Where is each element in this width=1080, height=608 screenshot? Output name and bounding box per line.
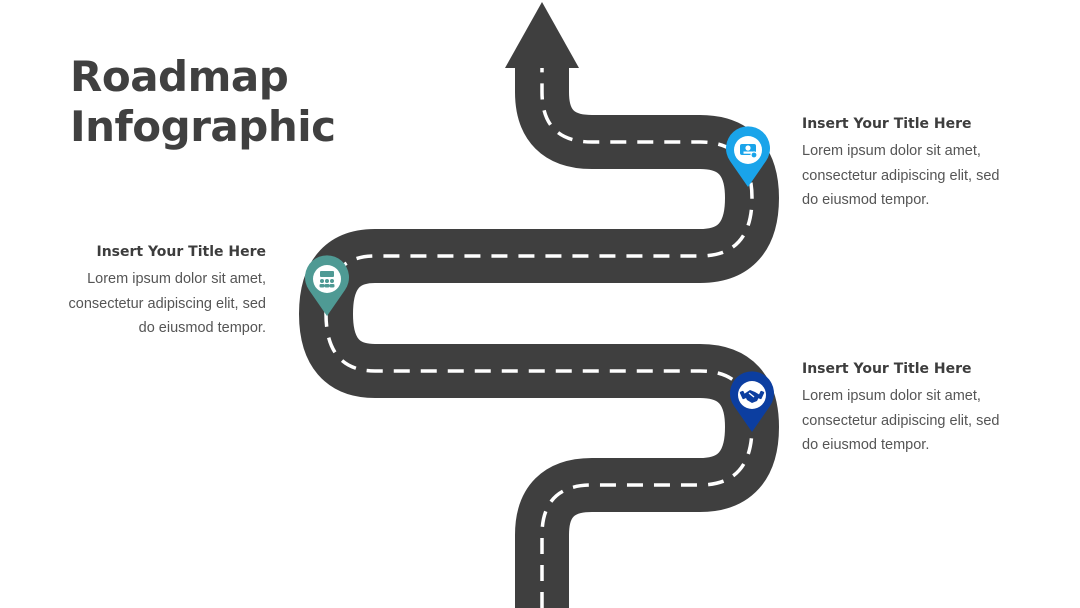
milestone-text-1: Insert Your Title Here Lorem ipsum dolor… <box>802 115 1042 213</box>
title-line-2: Infographic <box>70 102 336 151</box>
milestone-pin-2[interactable] <box>305 255 349 316</box>
handshake-icon <box>739 390 765 403</box>
milestone-title: Insert Your Title Here <box>96 244 266 260</box>
milestone-description: Lorem ipsum dolor sit amet, consectetur … <box>802 143 1000 208</box>
road <box>299 55 779 608</box>
milestone-title: Insert Your Title Here <box>802 116 972 132</box>
page-title: Roadmap Infographic <box>70 52 336 152</box>
milestone-description: Lorem ipsum dolor sit amet, consectetur … <box>68 271 266 336</box>
milestone-text-3: Insert Your Title Here Lorem ipsum dolor… <box>802 360 1042 458</box>
user-card-icon <box>740 144 758 159</box>
team-presentation-icon <box>319 271 335 288</box>
arrow-head <box>505 2 579 68</box>
milestone-title: Insert Your Title Here <box>802 361 972 377</box>
milestone-pin-1[interactable] <box>726 126 770 187</box>
title-line-1: Roadmap <box>70 52 289 101</box>
milestone-text-2: Insert Your Title Here Lorem ipsum dolor… <box>26 243 266 341</box>
milestone-pin-3[interactable] <box>730 371 774 432</box>
milestone-description: Lorem ipsum dolor sit amet, consectetur … <box>802 388 1000 453</box>
